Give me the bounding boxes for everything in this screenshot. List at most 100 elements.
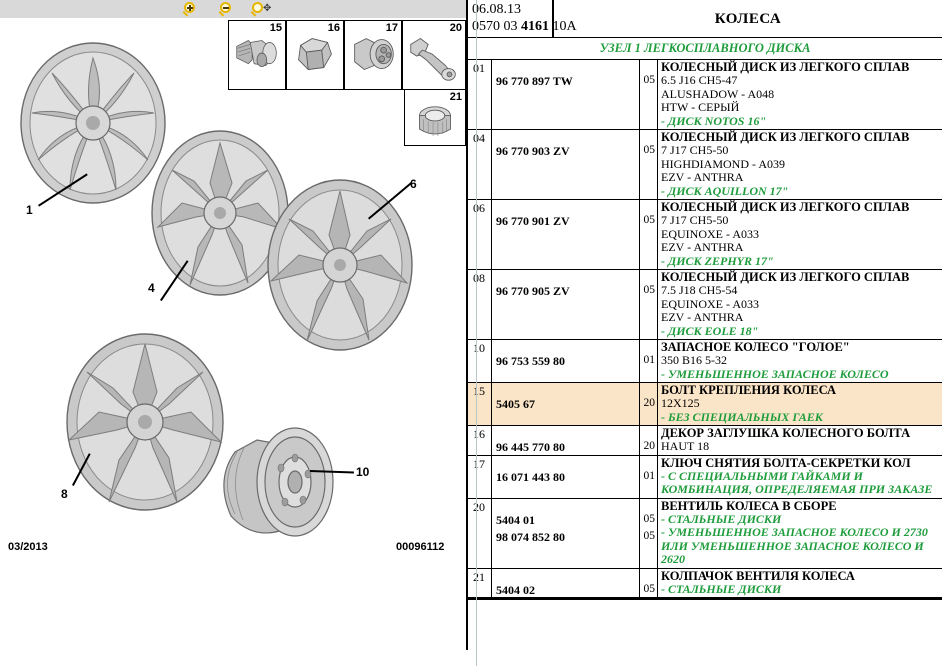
description-line: 7.5 J18 CH5-54 [661,283,738,297]
row-index-cell: 10 [468,340,492,382]
part-number-secondary: 98 074 852 80 [496,529,565,544]
quantity: 20 [643,440,656,452]
part-number-cell: 96 753 559 80 [492,340,640,382]
quantity-cell: 20 [640,383,658,425]
part-number-cell: 96 770 901 ZV [492,200,640,269]
description-note: - ДИСК NOTOS 16" [661,113,767,128]
tyre-valve-icon [410,38,456,81]
part-number-cell: 96 770 897 TW [492,60,640,129]
description-note: - СТАЛЬНЫЕ ДИСКИ [661,511,782,526]
description-cell: КОЛПАЧОК ВЕНТИЛЯ КОЛЕСА- СТАЛЬНЫЕ ДИСКИ [658,569,942,598]
quantity: 05 [643,214,656,226]
row-index-cell: 06 [468,200,492,269]
description-line: EZV - ANTHRA [661,310,744,324]
quantity: 05 [643,512,656,525]
description-title: БОЛТ КРЕПЛЕНИЯ КОЛЕСА [661,383,836,397]
description-line: EZV - ANTHRA [661,170,744,184]
part-number: 96 445 770 80 [496,440,565,454]
quantity-cell: 05 [640,270,658,339]
row-index: 20 [473,499,485,514]
zoom-in-icon[interactable] [182,1,204,17]
section-subtitle: УЗЕЛ 1 ЛЕГКОСПЛАВНОГО ДИСКА [468,38,942,60]
table-header: 06.08.13 0570 03 4161 10A КОЛЕСА [468,0,942,38]
wheel-image-4 [151,130,289,296]
part-cell-number: 21 [449,91,462,103]
quantity: 01 [643,469,656,482]
description-line: HIGHDIAMOND - A039 [661,156,785,171]
quantity-cell: 05 [640,200,658,269]
part-number-cell: 96 770 905 ZV [492,270,640,339]
quantity: 05 [643,284,656,296]
row-index-cell: 01 [468,60,492,129]
pan-icon[interactable]: ✥ [250,1,284,17]
part-cell-16: 16 [286,20,344,90]
table-bottom-border [468,598,942,600]
quantity: 05 [643,74,656,86]
part-number: 96 770 897 TW [496,74,573,88]
description-line: 7 J17 CH5-50 [661,143,729,157]
quantity-cell: 05 [640,130,658,199]
parts-table-pane: 06.08.13 0570 03 4161 10A КОЛЕСА УЗЕЛ 1 … [466,0,944,666]
part-number: 16 071 443 80 [496,469,565,484]
description-cell: ВЕНТИЛЬ КОЛЕСА В СБОРЕ- СТАЛЬНЫЕ ДИСКИ- … [658,499,942,568]
description-title: ВЕНТИЛЬ КОЛЕСА В СБОРЕ [661,498,837,513]
zoom-out-icon[interactable] [218,1,240,17]
part-number: 96 753 559 80 [496,354,565,368]
wheel-bolt-icon [236,40,277,67]
valve-cap-icon [419,106,451,136]
part-number-cell: 96 770 903 ZV [492,130,640,199]
header-divider [552,0,554,38]
part-cell-21: 21 [404,90,466,146]
description-cell: ЗАПАСНОЕ КОЛЕСО "ГОЛОЕ"350 B16 5-32- УМЕ… [658,340,942,382]
viewer-toolbar: ✥ [0,0,466,18]
wheel-image-10 [223,427,334,537]
description-note: - УМЕНЬШЕННОЕ ЗАПАСНОЕ КОЛЕСО [661,366,889,381]
part-number: 5404 01 [496,512,535,527]
description-note: - ДИСК ZEPHYR 17" [661,253,774,268]
wheel-image-1 [20,42,166,204]
description-line: ALUSHADOW - A048 [661,86,775,101]
description-note: - ДИСК EOLE 18" [661,323,759,338]
header-date: 06.08.13 [472,2,521,17]
row-index: 06 [473,201,485,215]
row-index: 17 [473,456,485,471]
part-cell-17: 17 [344,20,402,90]
locking-bolt-icon [354,38,394,70]
description-title: КОЛЕСНЫЙ ДИСК ИЗ ЛЕГКОГО СПЛАВ [661,200,910,214]
description-line: 350 B16 5-32 [661,353,727,367]
wheel-image-8 [66,333,224,511]
header-ref-prefix: 0570 03 [472,19,518,34]
part-number-cell: 96 445 770 80 [492,426,640,455]
parts-callout-strip: 15 16 [228,20,466,92]
row-index-cell: 08 [468,270,492,339]
callout-6: 6 [410,177,417,191]
description-line: EQUINOXE - A033 [661,296,759,311]
bolt-cap-icon [298,38,332,70]
description-line: EZV - ANTHRA [661,240,744,254]
description-line: HTW - СЕРЫЙ [661,100,740,114]
description-note: - СТАЛЬНЫЕ ДИСКИ [661,581,782,596]
quantity-cell: 05 [640,60,658,129]
table-row[interactable]: 16 96 445 770 80 20 ДЕКОР ЗАГЛУШКА КОЛЕСНОГ… [468,426,942,456]
description-line: 7 J17 CH5-50 [661,213,729,227]
diagram-code: 00096112 [396,541,445,553]
part-number-cell: 16 071 443 80 [492,455,640,498]
row-index: 16 [473,427,485,441]
part-cell-number: 16 [327,22,340,34]
description-title: КОЛЕСНЫЙ ДИСК ИЗ ЛЕГКОГО СПЛАВ [661,270,910,284]
description-title: ДЕКОР ЗАГЛУШКА КОЛЕСНОГО БОЛТА [661,426,911,440]
description-title: КОЛПАЧОК ВЕНТИЛЯ КОЛЕСА [661,568,855,583]
